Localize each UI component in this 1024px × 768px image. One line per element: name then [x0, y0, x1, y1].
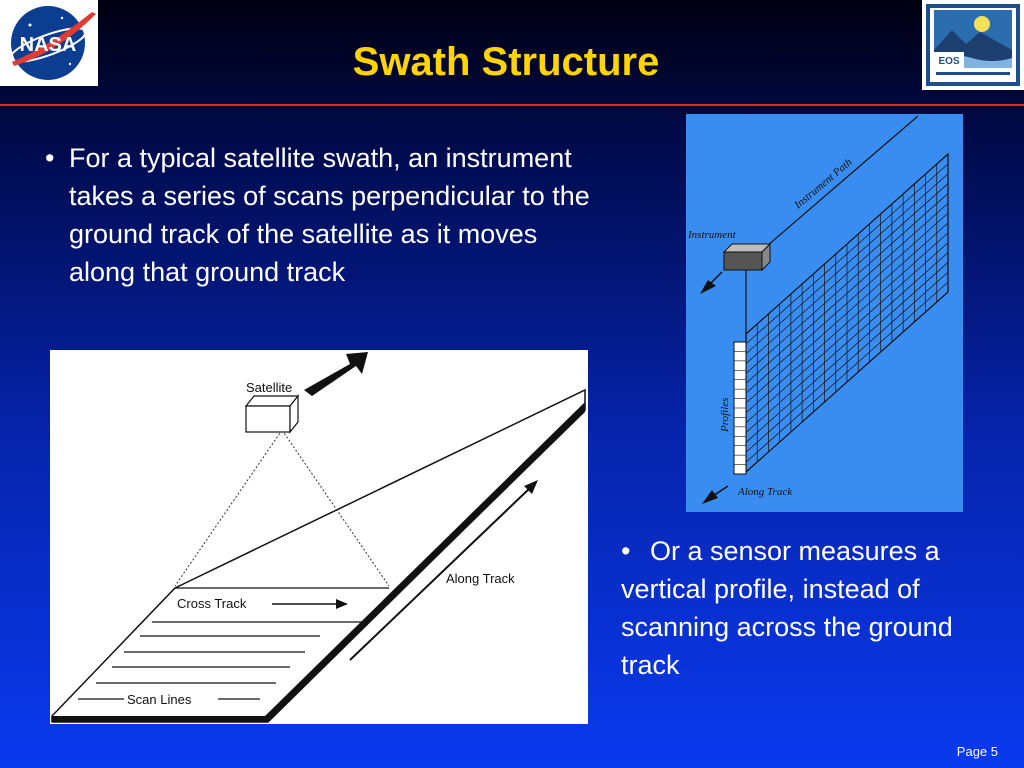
instrument-direction-arrow — [700, 280, 716, 294]
eos-logo: EOS — [922, 0, 1024, 90]
satellite-label: Satellite — [246, 380, 292, 395]
satellite-direction-arrow — [304, 352, 368, 396]
bullet-point-2: • Or a sensor measures a vertical profil… — [621, 532, 1001, 684]
bullet-1-text: For a typical satellite swath, an instru… — [69, 143, 590, 287]
eos-logo-text: EOS — [938, 56, 959, 67]
page-number: Page 5 — [956, 744, 998, 759]
instrument-box — [723, 251, 763, 271]
swath-diagram: Satellite Along Track Cross Track Scan L… — [50, 350, 588, 724]
bullet-symbol: • — [45, 143, 55, 173]
profiles-label: Profiles — [719, 398, 731, 433]
along-track-label: Along Track — [446, 571, 515, 586]
nasa-logo-text: NASA — [20, 34, 77, 56]
bullet-point-1: • For a typical satellite swath, an inst… — [45, 139, 605, 291]
cross-track-label: Cross Track — [177, 596, 247, 611]
cross-track-arrow — [336, 599, 348, 609]
bullet-symbol: • — [621, 536, 631, 566]
nasa-logo: NASA — [0, 0, 98, 86]
scan-lines-label: Scan Lines — [127, 692, 192, 707]
along-track-label-right: Along Track — [737, 486, 793, 498]
bullet-2-text: Or a sensor measures a vertical profile,… — [621, 536, 953, 680]
slide-title: Swath Structure — [352, 40, 660, 84]
profile-wall — [745, 152, 949, 474]
scan-lines — [78, 621, 368, 700]
instrument-label: Instrument — [687, 229, 737, 241]
title-divider — [0, 104, 1024, 106]
along-track-arrow — [524, 480, 538, 494]
satellite-box — [245, 405, 291, 433]
along-track-arrow-right — [702, 490, 718, 504]
profile-diagram: Instrument Path Instrument Profiles Alon… — [686, 114, 963, 512]
